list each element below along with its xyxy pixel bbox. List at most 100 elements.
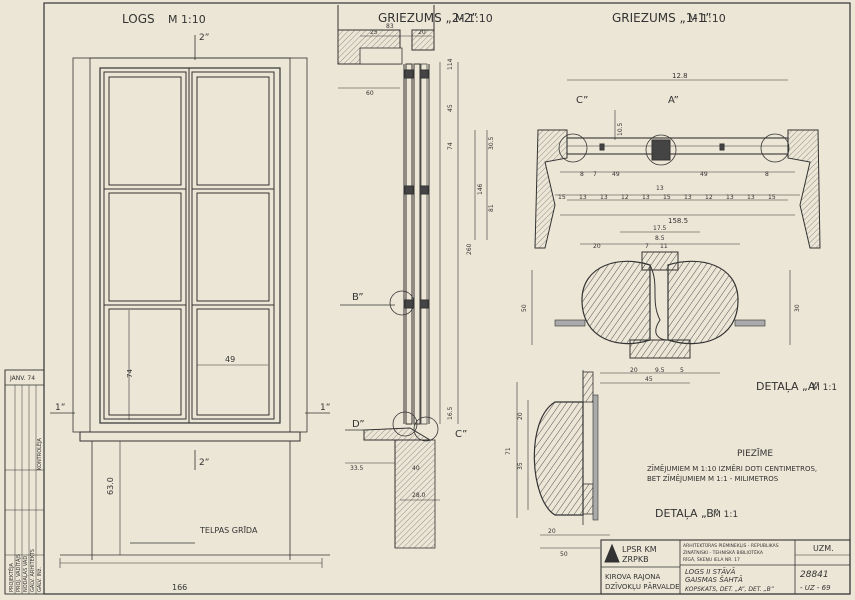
section-1-1 xyxy=(534,79,821,249)
note-line1: ZĪMĒJUMIEM M 1:10 IZMĒRI DOTI CENTIMETRO… xyxy=(647,464,817,473)
s22-v4: 74 xyxy=(447,142,454,150)
det-b-w1: 20 xyxy=(548,528,556,535)
s22-v2: 16.5 xyxy=(447,406,454,420)
s11-row-5: 15 xyxy=(663,194,671,201)
s11-row-2: 13 xyxy=(600,194,608,201)
s22-v5: 260 xyxy=(466,243,473,255)
section11-scale: M 1:10 xyxy=(688,12,726,25)
callout-1-right: 1” xyxy=(320,403,330,413)
det-a-b3: 5 xyxy=(680,367,684,374)
s22-top-c: 20 xyxy=(418,29,426,36)
side-row-0: PROJEKTĒJA xyxy=(8,562,15,592)
window-title: LOGS xyxy=(122,12,155,26)
detail-a xyxy=(531,231,791,384)
tb-office-2: ZINĀTNISKI - TEHNISKĀ BIBLIOTĒKA xyxy=(683,549,764,556)
tb-org-1: KIROVA RAJONA xyxy=(605,573,660,581)
s11-seg3: 49 xyxy=(700,171,708,178)
callout-d: D” xyxy=(352,419,365,430)
callout-a: A” xyxy=(668,95,679,106)
callout-c: C” xyxy=(576,95,588,106)
s11-row-6: 13 xyxy=(684,194,692,201)
s11-inner: 49 xyxy=(612,171,620,178)
tb-desc-1: LOGS II STĀVĀ xyxy=(685,567,736,576)
tb-uzm: UZM. xyxy=(813,544,834,553)
dim-window-height: 63.0 xyxy=(106,477,115,495)
det-a-b1: 20 xyxy=(630,367,638,374)
det-a-title: DETAĻA „A” xyxy=(756,380,820,393)
s22-v1: 114 xyxy=(447,58,454,70)
s11-seg1: 8 xyxy=(580,171,584,178)
tb-num-1: 28841 xyxy=(800,570,829,580)
s11-row-8: 13 xyxy=(726,194,734,201)
tb-org-2: DZĪVOKĻU PĀRVALDE xyxy=(605,582,680,592)
dim-window-width: 166 xyxy=(172,583,187,592)
side-row-1: PROJ. VADĪTĀJS xyxy=(15,554,22,592)
s11-row-7: 12 xyxy=(705,194,713,201)
s22-top-b: 25 xyxy=(370,29,378,36)
det-b-h2: 20 xyxy=(517,412,524,420)
side-row-4: GALV. INž. xyxy=(36,567,43,592)
side-row-3: GALV. ARHITEKTS xyxy=(30,549,36,592)
det-a-b4: 45 xyxy=(645,376,653,383)
s11-seg5: 8 xyxy=(765,171,769,178)
note-line2: BET ZĪMĒJUMIEM M 1:1 - MILIMETROS xyxy=(647,474,779,483)
s11-row-10: 15 xyxy=(768,194,776,201)
det-a-d1: 17.5 xyxy=(653,225,667,232)
s11-row-1: 13 xyxy=(579,194,587,201)
s22-bottom: 28.0 xyxy=(412,492,426,499)
callout-b: B” xyxy=(352,292,364,303)
side-row-5: KONTROLĒJA xyxy=(36,438,43,470)
tb-office-3: RĪGĀ, ŠKEŅU IELA NR. 17 xyxy=(683,556,740,563)
title-block xyxy=(600,539,851,595)
side-stamp xyxy=(4,369,45,595)
tb-logo-1: LPSR KM xyxy=(622,545,657,554)
s22-v7: 81 xyxy=(488,204,495,212)
det-a-h1: 50 xyxy=(521,304,528,312)
s11-seg4: 13 xyxy=(656,185,664,192)
det-b-title: DETAĻA „B” xyxy=(655,507,719,520)
s22-v3: 45 xyxy=(447,104,454,112)
det-a-d3: 20 xyxy=(593,243,601,250)
window-elevation xyxy=(50,35,330,568)
tb-logo-2: ZRPKB xyxy=(622,555,649,564)
det-a-scale: M 1:1 xyxy=(812,383,837,393)
section11-title: GRIEZUMS „1-1” xyxy=(612,11,712,25)
text-layer: LOGS M 1:10 GRIEZUMS „2-2” M 1:10 GRIEZU… xyxy=(8,11,837,593)
det-b-scale: M 1:1 xyxy=(713,510,738,520)
s22-v6: 146 xyxy=(477,183,484,195)
section22-scale: M 1:10 xyxy=(455,12,493,25)
s11-row-0: 15 xyxy=(558,194,566,201)
detail-b xyxy=(516,370,610,549)
det-b-h3: 35 xyxy=(517,462,524,470)
s22-v8: 30.5 xyxy=(488,136,495,150)
det-b-w2: 50 xyxy=(560,551,568,558)
dim-mid: 74 xyxy=(126,369,134,378)
det-b-h1: 71 xyxy=(505,447,512,455)
det-a-d5: 11 xyxy=(660,243,668,250)
tb-desc-2: GAISMAS ŠAHTĀ xyxy=(685,575,743,584)
section-2-2 xyxy=(337,5,488,549)
det-a-h2: 30 xyxy=(794,304,801,312)
s11-bottom-total: 158.5 xyxy=(668,217,688,225)
s22-sill-a: 33.5 xyxy=(350,465,364,472)
section22-title: GRIEZUMS „2-2” xyxy=(378,11,478,25)
window-scale: M 1:10 xyxy=(168,13,206,26)
s11-depth: 10.5 xyxy=(617,122,624,136)
callout-c-bottom: C” xyxy=(455,429,467,440)
s22-left-60: 60 xyxy=(366,90,374,97)
side-jan: JANV. 74 xyxy=(9,375,35,382)
callout-1-left: 1” xyxy=(55,403,65,413)
s22-sill-b: 40 xyxy=(412,465,420,472)
det-a-b2: 9.5 xyxy=(655,367,665,374)
note-heading: PIEZĪME xyxy=(737,448,773,459)
s11-row-9: 13 xyxy=(747,194,755,201)
s22-top-a: 83 xyxy=(386,23,394,30)
callout-2-bottom: 2” xyxy=(199,458,209,468)
tb-desc-3: KOPSKATS, DET. „A”, DET. „B” xyxy=(685,586,775,593)
det-a-d4: 7 xyxy=(645,243,649,250)
tb-num-2: - UZ - 69 xyxy=(800,584,831,592)
dim-pane: 49 xyxy=(225,355,235,364)
callout-2-top: 2” xyxy=(199,33,209,43)
